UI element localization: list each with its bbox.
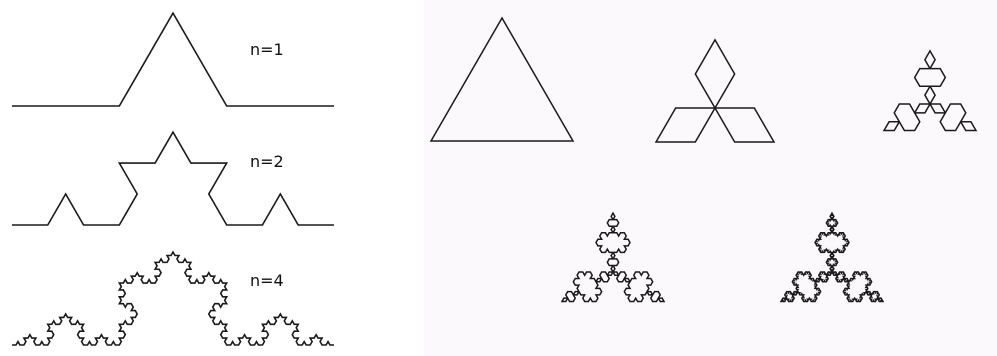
label-n4: n=4 <box>250 271 284 290</box>
koch-curve-n1 <box>12 13 334 106</box>
snowflake-panel-background <box>424 0 997 356</box>
koch-curve-n4 <box>12 252 334 345</box>
koch-curve-n2 <box>12 132 334 225</box>
label-n2: n=2 <box>250 152 284 171</box>
label-n1: n=1 <box>250 40 284 59</box>
koch-curve-panel: n=1 n=2 n=4 <box>12 13 334 345</box>
